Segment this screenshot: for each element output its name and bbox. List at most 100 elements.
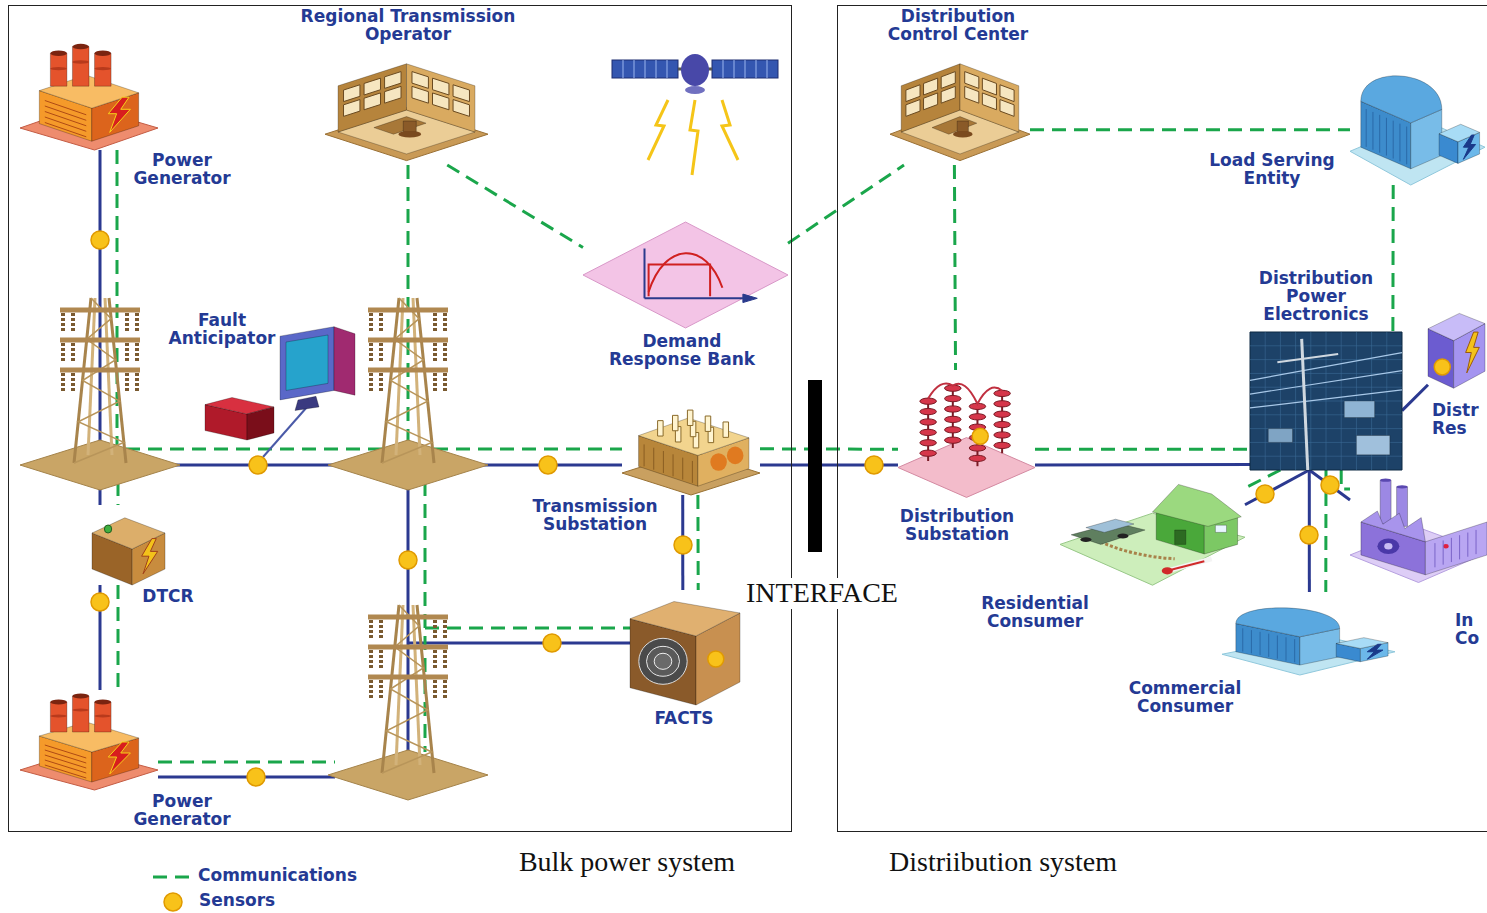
icon-ellipse <box>50 715 67 718</box>
icon-face <box>924 78 938 95</box>
icon-group <box>20 44 158 150</box>
insulator <box>433 343 437 362</box>
panel-grid <box>656 60 657 78</box>
sensor-dot <box>91 593 109 611</box>
component-node: In Co <box>1350 478 1487 588</box>
insulator <box>135 313 139 332</box>
solar-panel <box>712 60 778 78</box>
tower-crossarm <box>368 338 448 343</box>
panel-grid <box>645 60 646 78</box>
communication-connector <box>760 447 898 451</box>
icon-face <box>1439 124 1480 142</box>
insulator <box>379 373 383 392</box>
sensor-dot <box>164 893 182 911</box>
icon-path <box>1250 390 1402 408</box>
tower-crossarm <box>60 308 140 313</box>
component-node: Load Serving Entity <box>1350 50 1485 185</box>
icon-path <box>649 253 723 292</box>
transmission-tower <box>328 298 488 490</box>
icon-ellipse <box>920 398 936 404</box>
insulator <box>443 650 447 669</box>
icon-line <box>1251 630 1252 653</box>
power-line <box>99 150 102 448</box>
panel-grid <box>734 60 735 78</box>
icon-ellipse <box>710 453 727 471</box>
signal-bolt <box>648 100 668 160</box>
component-node: Transmission Substation <box>622 385 760 495</box>
communication-connector <box>954 165 955 370</box>
panel-caption: Distriibution system <box>889 846 1117 878</box>
icon-rect <box>723 422 729 437</box>
icon-ellipse <box>398 131 421 138</box>
icon-face <box>965 72 979 89</box>
satellite-body <box>681 54 709 86</box>
icon-ellipse <box>945 395 961 401</box>
tower-base <box>328 750 488 800</box>
dtcr-box-icon <box>92 505 165 585</box>
component-node: Distr Res <box>1428 310 1485 395</box>
node-label: Fault Anticipator <box>163 312 282 348</box>
insulator <box>369 343 373 362</box>
icon-group <box>1222 608 1395 675</box>
icon-face <box>982 93 996 110</box>
insulator <box>61 343 65 362</box>
icon-ellipse <box>920 419 936 425</box>
panel-caption: Bulk power system <box>519 846 735 878</box>
icon-line <box>1250 414 1402 415</box>
icon-face <box>280 327 334 400</box>
sensor-dot <box>539 456 557 474</box>
power-electronics-photo <box>1250 332 1402 470</box>
icon-rect <box>673 415 679 430</box>
icon-rect <box>658 421 664 436</box>
insulator <box>379 680 383 699</box>
sensor-dot <box>1300 526 1318 544</box>
icon-line <box>1386 118 1387 156</box>
communication-connector <box>1035 448 1250 451</box>
communication-connector <box>788 165 904 243</box>
icon-rect <box>403 121 416 132</box>
icon-face <box>334 327 355 395</box>
icon-line <box>1476 530 1477 554</box>
icon-path <box>644 249 646 299</box>
power-plant-icon <box>20 40 158 150</box>
icon-face <box>1425 522 1487 575</box>
insulator <box>443 680 447 699</box>
icon-line <box>45 765 86 778</box>
icon-line <box>653 448 654 470</box>
icon-line <box>644 444 645 466</box>
signal-bolt <box>722 100 738 160</box>
legend-text: Communications <box>198 866 357 885</box>
icon-face <box>412 86 428 103</box>
control-room-icon <box>325 55 488 165</box>
communication-connector <box>696 495 699 590</box>
insulator <box>369 650 373 669</box>
panel-grid <box>667 60 668 78</box>
component-node: Fault Anticipator <box>205 322 355 440</box>
icon-ellipse <box>72 694 89 699</box>
sensor-dot <box>1321 476 1339 494</box>
icon-face <box>364 78 380 95</box>
icon-path <box>928 383 1002 403</box>
satellite-dish <box>685 86 705 94</box>
icon-ellipse <box>1080 537 1091 542</box>
power-plant-icon <box>20 690 158 790</box>
facts-device-icon <box>630 590 740 705</box>
tower-crossarm <box>368 308 448 313</box>
icon-ellipse <box>639 638 687 684</box>
insulator <box>443 313 447 332</box>
icon-face <box>1463 135 1475 159</box>
icon-face <box>932 117 977 135</box>
communication-connector <box>1341 470 1350 489</box>
sensor-dot <box>249 456 267 474</box>
power-line <box>408 642 630 645</box>
icon-line <box>1294 639 1295 662</box>
icon-ellipse <box>953 131 973 138</box>
icon-face <box>1367 644 1383 659</box>
icon-ellipse <box>920 450 936 456</box>
sensor-dot <box>865 456 883 474</box>
insulator <box>433 373 437 392</box>
icon-face <box>1153 484 1242 526</box>
system-panel: Bulk power systemPower GeneratorRegional… <box>8 5 792 832</box>
insulator <box>433 313 437 332</box>
